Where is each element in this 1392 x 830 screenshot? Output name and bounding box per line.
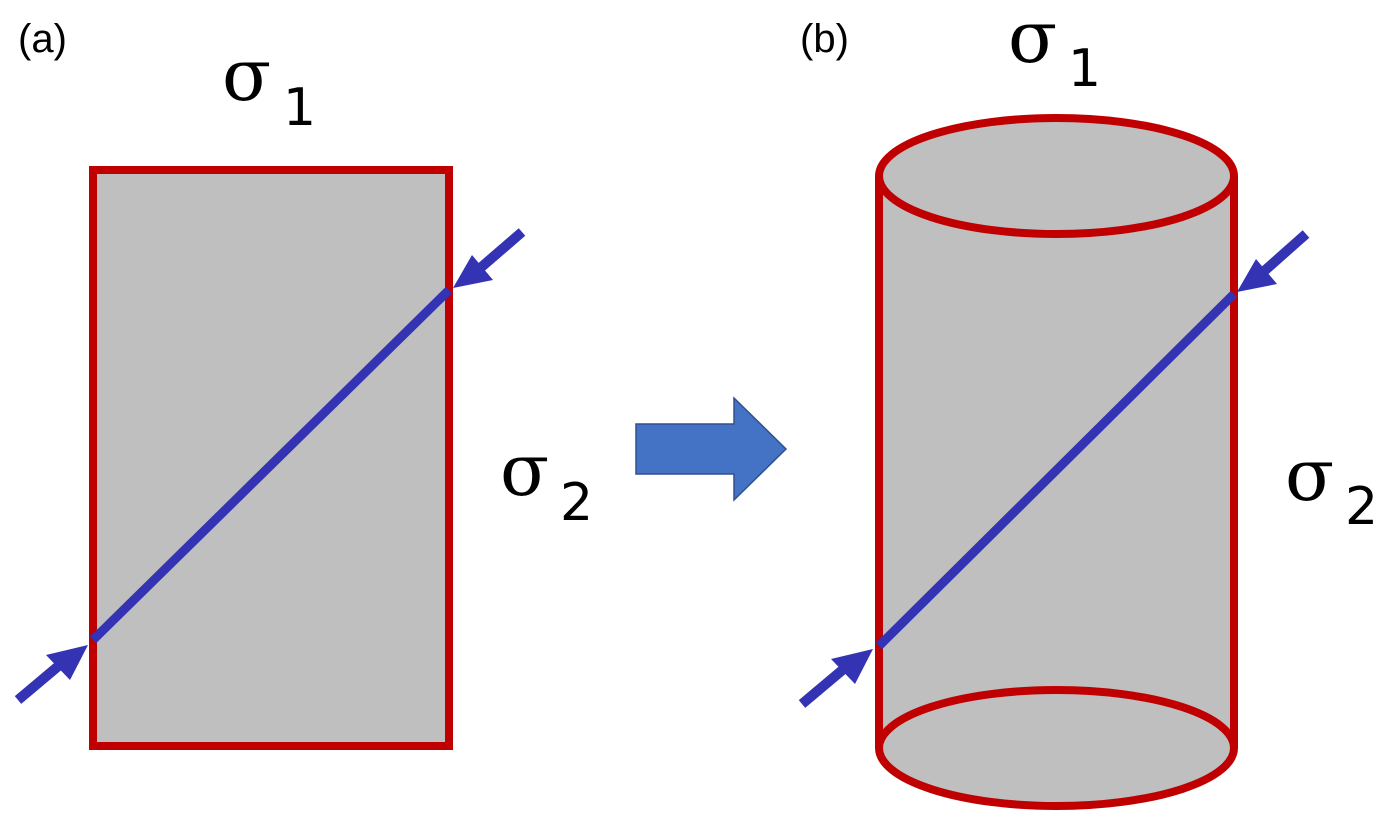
right-arrow-icon: [635, 396, 788, 502]
panel-a-sigma2: σ 2: [500, 428, 593, 533]
compression-arrow-lower-left-icon: [798, 649, 873, 708]
sigma-subscript: 1: [283, 78, 316, 138]
panel-b-sigma2: σ 2: [1285, 433, 1378, 537]
cylinder-top-ellipse: [875, 114, 1238, 238]
cylinder-bottom-ellipse: [875, 686, 1238, 810]
sigma-subscript: 1: [1068, 39, 1101, 99]
compression-arrow-upper-right-icon: [453, 228, 526, 288]
panel-b-label: (b): [800, 17, 849, 61]
sigma-subscript: 2: [1345, 477, 1378, 537]
fault-plane-line: [875, 290, 1238, 650]
sigma-subscript: 2: [560, 473, 593, 533]
sigma-symbol: σ: [1285, 433, 1334, 517]
panel-b-sigma1: σ 1: [1008, 0, 1101, 99]
fault-plane-line: [89, 286, 453, 644]
compression-arrow-lower-left-icon: [14, 645, 88, 704]
panel-a-sigma1: σ 1: [222, 33, 316, 138]
cylinder-body: [879, 176, 1234, 806]
rock-sample-rectangle: [89, 166, 453, 750]
panel-b: (b) σ 1 σ 2: [798, 0, 1378, 810]
sigma-symbol: σ: [500, 428, 549, 512]
sigma-symbol: σ: [1008, 0, 1057, 79]
sigma-symbol: σ: [222, 33, 271, 117]
compression-arrow-upper-right-icon: [1237, 230, 1310, 292]
panel-a-label: (a): [18, 17, 67, 61]
panel-a: (a) σ 1 σ 2: [14, 17, 593, 750]
